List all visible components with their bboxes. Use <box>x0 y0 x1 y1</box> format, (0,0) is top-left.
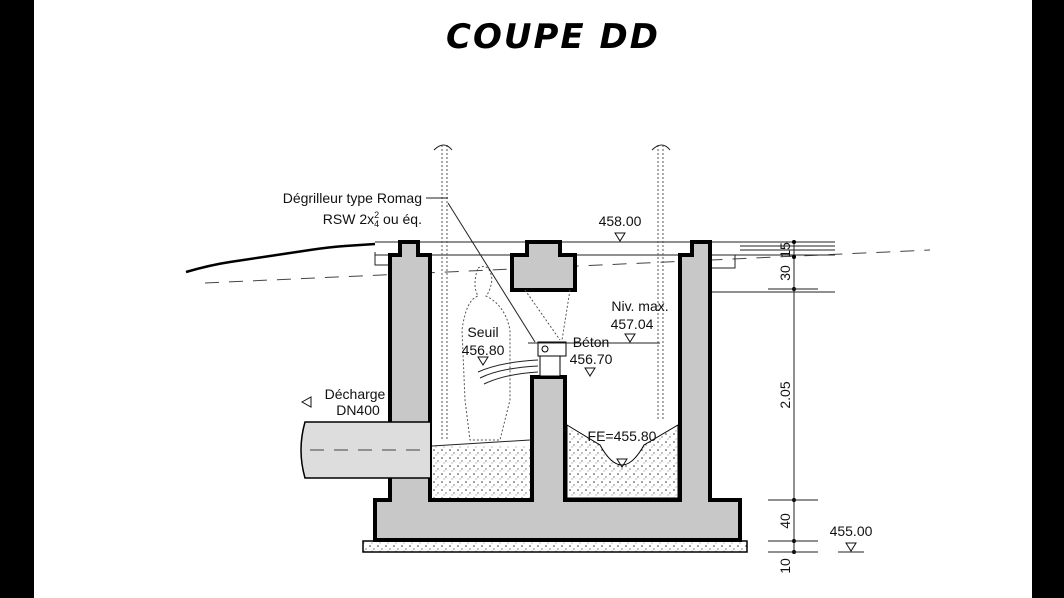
edge-detail-right <box>710 254 736 269</box>
level-triangle-icon <box>845 542 857 552</box>
dimension-205: 2.05 <box>777 381 793 408</box>
dimension-15: 15 <box>777 242 793 258</box>
dimension-40: 40 <box>777 513 793 529</box>
cover-block <box>510 240 577 292</box>
max-level-value: 457.04 <box>611 316 654 332</box>
concrete-label: Béton <box>573 334 610 350</box>
left-floor-line <box>431 439 531 447</box>
screen-model-suffix: ou éq. <box>379 211 422 227</box>
level-triangle-icon <box>614 232 626 242</box>
screen-model-sup: 2 <box>374 210 379 220</box>
weir-value: 456.80 <box>462 342 505 358</box>
drawing-title: COUPE DD <box>446 17 660 57</box>
dimension-extension-lines <box>740 245 835 553</box>
top-level-value: 458.00 <box>599 213 642 229</box>
hook-left <box>433 144 453 151</box>
edge-detail <box>374 252 390 266</box>
concrete-value: 456.70 <box>570 351 613 367</box>
level-triangle-icon <box>616 458 628 468</box>
weir-label: Seuil <box>467 324 498 340</box>
invert-level: FE=455.80 <box>588 428 657 444</box>
flow-lines <box>477 359 539 385</box>
lean-concrete <box>362 540 748 553</box>
lift-line <box>524 289 561 341</box>
ground-line <box>185 242 376 274</box>
dimension-10: 10 <box>777 558 793 574</box>
base-level-value: 455.00 <box>830 523 873 539</box>
max-level-label: Niv. max. <box>611 298 668 314</box>
flow-arrow-icon <box>300 396 312 408</box>
discharge-pipe-label: DN400 <box>336 402 380 418</box>
right-frame-bar <box>1032 0 1064 598</box>
level-triangle-icon <box>584 367 596 377</box>
discharge-label: Décharge <box>325 386 386 402</box>
level-triangle-icon <box>477 356 489 366</box>
dimension-30: 30 <box>777 265 793 281</box>
right-basin-fill <box>566 424 679 499</box>
structure-concrete <box>373 240 742 542</box>
left-basin-fill <box>432 446 530 498</box>
screen-model-prefix: RSW 2x <box>323 211 374 227</box>
screen-label: Dégrilleur type Romag <box>283 190 422 206</box>
screen-model-sub: 4 <box>374 219 379 229</box>
left-frame-bar <box>0 0 34 598</box>
screen-frame <box>539 355 561 377</box>
level-triangle-icon <box>624 333 636 343</box>
leader-line <box>447 202 536 343</box>
hook-right <box>651 144 671 151</box>
lift-line-2 <box>561 289 571 341</box>
screen-pivot-icon <box>541 345 549 353</box>
